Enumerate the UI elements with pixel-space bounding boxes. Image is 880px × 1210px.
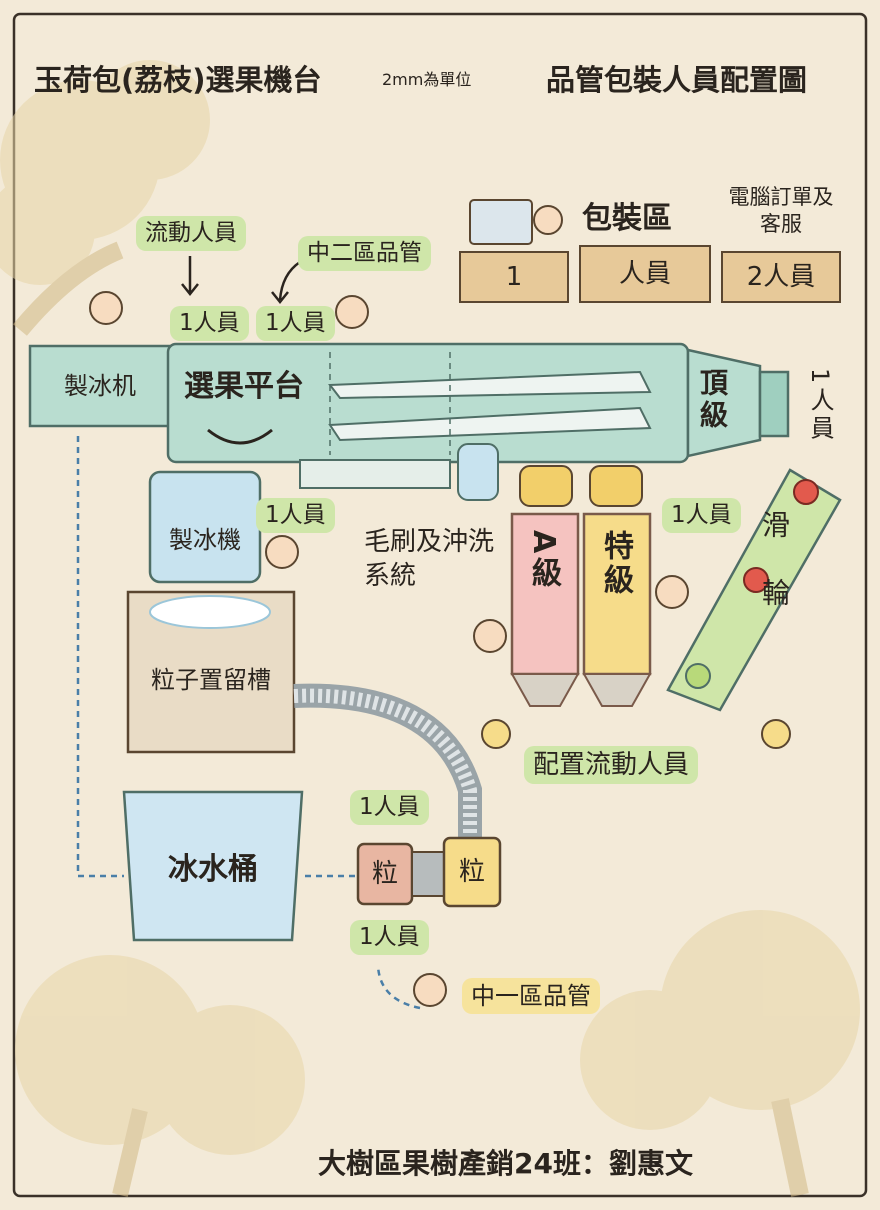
pellet-tank-label: 粒子置留槽 [151,666,271,694]
ice-bucket-box [122,790,304,942]
packing-desks [459,199,841,303]
grade-special-bin [582,512,652,676]
pellet-right-label: 粒 [458,857,485,887]
pellet-pump-right [442,836,502,908]
title-unit: 2mm為單位 [382,70,472,89]
top-grade-label: 頂級 [696,368,729,432]
lychee-icon [743,567,769,593]
brush-system-label: 毛刷及沖洗系統 [364,527,495,591]
title-sub: 品管包裝人員配置圖 [546,63,808,97]
packing-desk-2: 人員 [618,259,671,289]
lychee-icon [793,479,819,505]
ice-machine-staff: 1人員 [256,498,335,533]
worker-icon [473,619,507,653]
background-tree-bottom-right [580,910,860,1197]
flow-staff-label: 流動人員 [136,216,246,251]
flow-staff-count: 1人員 [170,306,249,341]
zone1-qc-label: 中一區品管 [462,978,600,1014]
footer-credit: 大樹區果樹產銷24班：劉惠文 [318,1147,693,1180]
worker-icon [265,535,299,569]
background-tree-bottom-left [15,955,305,1197]
grade-a-bin [510,512,580,676]
brush-icon [589,465,643,507]
sorting-platform-label: 選果平台 [184,369,304,404]
grade-a-label: A級 [526,530,561,592]
worker-icon [413,973,447,1007]
worker-icon [335,295,369,329]
slide-conveyor [666,468,842,712]
grade-special-label: 特級 [598,530,633,598]
computer-orders-label: 電腦訂單及客服 [728,185,834,237]
packing-area-label: 包裝區 [582,201,672,236]
ice-bucket-label: 冰水桶 [168,852,258,887]
ice-cubes [149,595,271,629]
sorting-platform-machine [166,342,790,489]
smiley-face [207,428,273,445]
grade-staff-count: 1人員 [662,498,741,533]
lychee-icon [685,663,711,689]
flow-staff-config-label: 配置流動人員 [524,746,699,784]
ice-maker-label: 製冰机 [64,372,136,400]
arrow-down-icon [181,256,199,297]
computer-icon [469,199,533,245]
pump-staff-bottom: 1人員 [350,920,429,955]
title-main: 玉荷包(荔枝)選果機台 [34,63,322,97]
ice-machine-label: 製冰機 [169,526,241,554]
flow-worker-icon [761,719,791,749]
flow-arrows [76,436,421,1010]
pellet-left-label: 粒 [371,859,398,889]
zone2-qc-count: 1人員 [256,306,335,341]
arrow-curve-icon [271,260,301,305]
brush-icon [519,465,573,507]
computer-staff-count: 2人員 [746,262,816,292]
spray-nozzle-icon [457,443,499,501]
flow-worker-icon [481,719,511,749]
zone2-qc-label: 中二區品管 [298,236,431,271]
packing-desk-1: 1 [505,262,523,292]
worker-icon [533,205,563,235]
worker-icon [655,575,689,609]
page-frame [12,12,868,1198]
top-grade-staff: 1人員 [806,368,834,444]
pump-staff-top: 1人員 [350,790,429,825]
slide-wheel-label: 滑輪 [758,510,791,646]
background-tree-top-left [0,60,210,336]
worker-icon [89,291,123,325]
